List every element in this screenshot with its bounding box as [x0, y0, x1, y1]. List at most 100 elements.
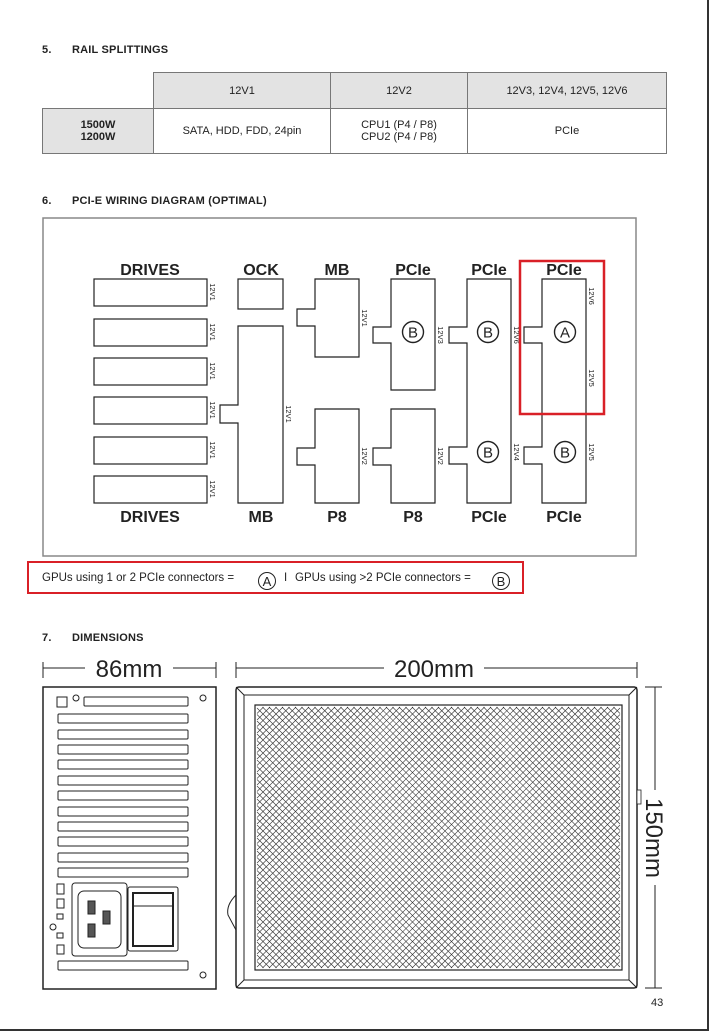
marker-label: B: [560, 445, 570, 462]
header-cell: 12V1: [153, 72, 331, 109]
legend-separator: I: [284, 572, 288, 584]
section-number: 6.: [42, 195, 52, 207]
screw-hole: [72, 694, 80, 702]
mesh-line: [256, 909, 316, 969]
drive-connector: [93, 357, 208, 386]
led-slot: [56, 898, 65, 909]
mesh-line: [301, 706, 563, 969]
mesh-line: [522, 870, 621, 969]
mesh-line: [541, 889, 621, 969]
mesh-line: [567, 706, 621, 760]
mesh-line: [256, 928, 297, 969]
mesh-line: [593, 941, 621, 969]
vent-slot: [57, 713, 189, 724]
mesh-line: [353, 706, 615, 969]
rail-label: 12V1: [360, 309, 369, 327]
mesh-line: [359, 706, 621, 968]
drive-connector: [93, 396, 208, 425]
legend-box: GPUs using 1 or 2 PCIe connectors = A I …: [27, 561, 524, 594]
mesh-line: [256, 706, 310, 760]
highlight-box: [518, 259, 606, 416]
mesh-line: [256, 948, 277, 969]
marker-b-icon: [553, 440, 577, 464]
mesh-line: [587, 706, 621, 740]
mesh-line: [256, 706, 518, 968]
mesh-line: [496, 844, 621, 969]
ock-connector: [237, 278, 284, 310]
mesh-line: [256, 706, 297, 747]
mesh-line: [256, 824, 401, 969]
mesh-line: [346, 706, 609, 969]
mesh-line: [379, 727, 621, 969]
led-slot: [56, 932, 64, 939]
mesh-line: [600, 948, 621, 969]
section-number: 7.: [42, 632, 52, 644]
wiring-diagram-frame: [42, 217, 637, 557]
mesh-line: [457, 805, 621, 969]
rail-label: 12V3: [436, 326, 445, 344]
mesh-line: [256, 706, 479, 929]
mesh-line: [256, 746, 479, 969]
mesh-line: [476, 824, 621, 969]
rail-label: 12V1: [208, 401, 217, 419]
mesh-line: [262, 706, 524, 969]
length-dimension-label: 200mm: [394, 656, 474, 683]
mesh-line: [256, 706, 271, 721]
mesh-line: [256, 706, 453, 903]
connector-heading: PCIe: [395, 262, 431, 279]
table-header-row: 12V1 12V2 12V3, 12V4, 12V5, 12V6: [42, 72, 667, 109]
connector-heading: PCIe: [546, 509, 582, 526]
mesh-line: [522, 706, 621, 805]
led-slot: [56, 913, 64, 920]
rail-label: 12V1: [208, 323, 217, 341]
page-border: [0, 1029, 709, 1031]
screw-hole: [199, 971, 207, 979]
mesh-line: [593, 706, 621, 734]
rail-label: 12V1: [284, 405, 293, 423]
mesh-line: [606, 954, 621, 969]
rail-label: 12V2: [436, 447, 445, 465]
rail-label: 12V1: [208, 441, 217, 459]
mesh-line: [256, 759, 466, 969]
mesh-line: [256, 706, 505, 955]
model-label: 1500W: [80, 119, 116, 131]
rail-label: 12V6: [587, 287, 596, 305]
header-cell: 12V2: [330, 72, 468, 109]
mesh-line: [528, 706, 621, 799]
connector-heading: PCIe: [471, 262, 507, 279]
table-cell: CPU1 (P4 / P8)CPU2 (P4 / P8): [330, 108, 468, 154]
connector-heading: DRIVES: [120, 262, 180, 279]
mesh-line: [515, 863, 621, 969]
mesh-line: [256, 792, 433, 969]
mesh-line: [515, 706, 621, 812]
rail-label: 12V1: [208, 283, 217, 301]
mesh-line: [256, 706, 414, 864]
mesh-line: [256, 706, 368, 818]
table-cell: SATA, HDD, FDD, 24pin: [153, 108, 331, 154]
mesh-line: [256, 706, 375, 825]
mesh-line: [411, 759, 621, 969]
marker-b-icon: B: [492, 572, 510, 590]
mesh-line: [288, 706, 550, 969]
mesh-line: [256, 706, 485, 935]
mesh-line: [256, 706, 277, 727]
mesh-line: [574, 922, 621, 969]
mesh-line: [256, 706, 511, 961]
mesh-line: [405, 706, 621, 922]
mesh-line: [256, 706, 466, 916]
mesh-line: [256, 876, 349, 969]
mesh-line: [509, 857, 621, 969]
drive-connector: [93, 475, 208, 504]
mesh-line: [256, 706, 362, 812]
mesh-line: [256, 915, 310, 969]
mesh-line: [256, 706, 394, 844]
led-slot: [56, 944, 65, 955]
mesh-line: [256, 870, 355, 969]
mesh-line: [379, 706, 621, 948]
vent-slot: [57, 729, 189, 740]
mesh-line: [372, 720, 621, 969]
vent-slot: [57, 960, 189, 971]
mesh-line: [256, 805, 420, 969]
mesh-line: [256, 706, 433, 883]
marker-label: B: [483, 445, 493, 462]
